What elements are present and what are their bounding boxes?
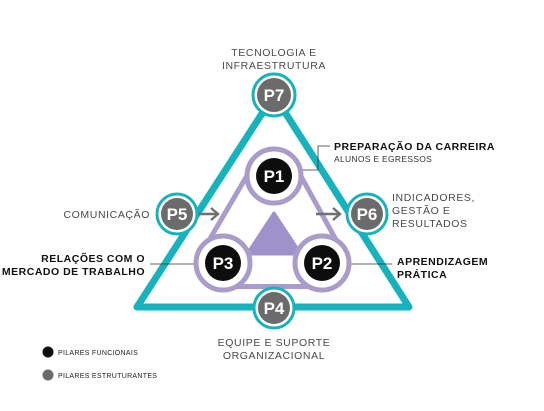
center-triangle (245, 211, 303, 256)
pillar-p1-label: P1 (264, 167, 285, 186)
legend-structural-label: PILARES ESTRUTURANTES (58, 373, 157, 380)
pillar-p2-label: P2 (312, 254, 333, 273)
arrow-center-to-p6 (316, 207, 342, 221)
p1-label-subtitle: ALUNOS E EGRESSOS (334, 154, 432, 164)
pillar-p7-label: P7 (264, 86, 285, 105)
p3-label-line2: MERCADO DE TRABALHO (2, 266, 145, 278)
pillar-p5-label: P5 (167, 205, 188, 224)
p6-label-line1: INDICADORES, (392, 192, 475, 204)
pillar-p6: P6 (345, 192, 389, 236)
leader-line-p1 (289, 145, 330, 171)
p6-label-line2: GESTÃO E (392, 204, 450, 217)
legend: PILARES FUNCIONAIS PILARES ESTRUTURANTES (42, 346, 157, 381)
pillar-p4: P4 (252, 286, 296, 330)
p3-label-line1: RELAÇÕES COM O (41, 252, 145, 265)
legend-structural-swatch (42, 369, 54, 381)
p7-label-line2: INFRAESTRUTURA (222, 60, 326, 72)
pillar-p3: P3 (193, 233, 253, 293)
p2-label-line2: PRÁTICA (397, 268, 447, 281)
p4-label-line1: EQUIPE E SUPORTE (218, 337, 331, 349)
p4-label-line2: ORGANIZACIONAL (223, 350, 325, 362)
p7-label-line1: TECNOLOGIA E (231, 47, 316, 59)
p2-label-line1: APRENDIZAGEM (397, 256, 488, 268)
pillar-p6-label: P6 (357, 205, 378, 224)
legend-functional-label: PILARES FUNCIONAIS (58, 350, 138, 357)
pillar-p7: P7 (251, 72, 297, 118)
pillar-p3-label: P3 (213, 254, 234, 273)
p6-label-line3: RESULTADOS (392, 218, 468, 230)
pillar-p1: P1 (244, 146, 304, 206)
pillar-p2: P2 (292, 233, 352, 293)
p1-label-title: PREPARAÇÃO DA CARREIRA (334, 140, 495, 153)
pillar-p4-label: P4 (264, 299, 285, 318)
legend-functional-swatch (42, 346, 54, 358)
arrow-p5-to-center (198, 207, 220, 221)
p5-label: COMUNICAÇÃO (63, 208, 150, 221)
pillar-p5: P5 (155, 192, 199, 236)
